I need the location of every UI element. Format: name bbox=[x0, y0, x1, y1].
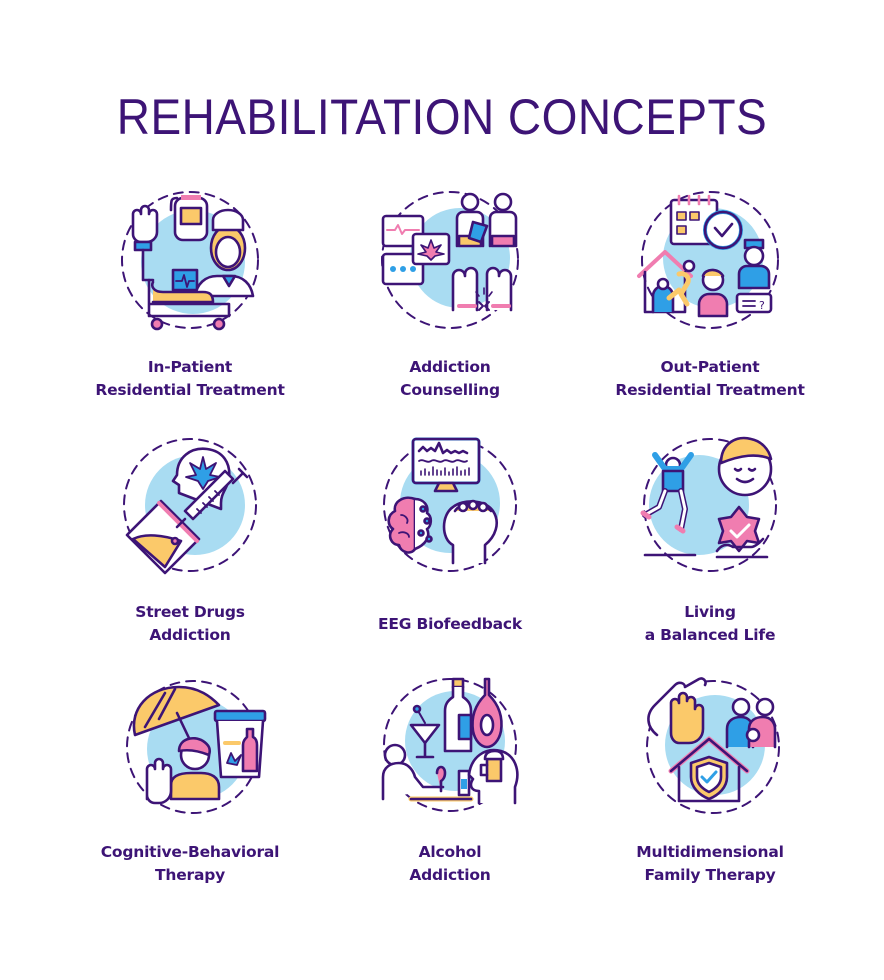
label-line: In-Patient bbox=[147, 358, 233, 376]
eeg-monitor-brain-icon bbox=[375, 435, 525, 585]
concept-label: In-Patient Residential Treatment bbox=[60, 356, 320, 402]
umbrella-stop-hand-icon bbox=[115, 675, 267, 825]
label-line: Residential Treatment bbox=[95, 381, 285, 399]
concept-label: Cognitive-Behavioral Therapy bbox=[60, 841, 320, 887]
concept-label: EEG Biofeedback bbox=[320, 613, 580, 636]
label-line: a Balanced Life bbox=[644, 626, 776, 644]
label-line: Addiction bbox=[149, 626, 231, 644]
concept-label: Addiction Counselling bbox=[320, 356, 580, 402]
label-line: Alcohol bbox=[418, 843, 482, 861]
concept-balanced-life: Living a Balanced Life bbox=[580, 435, 840, 665]
label-line: Addiction bbox=[409, 866, 491, 884]
happy-jumping-person-icon bbox=[635, 435, 785, 585]
drugs-syringe-head-icon bbox=[115, 435, 265, 585]
concept-street-drugs: Street Drugs Addiction bbox=[60, 435, 320, 665]
concept-addiction-counselling: Addiction Counselling bbox=[320, 190, 580, 420]
svg-text:?: ? bbox=[759, 299, 765, 312]
label-line: Street Drugs bbox=[135, 603, 245, 621]
calendar-clock-house-doctor-icon: ? bbox=[635, 190, 785, 340]
concept-label: Out-Patient Residential Treatment bbox=[580, 356, 840, 402]
concept-alcohol-addiction: Alcohol Addiction bbox=[320, 675, 580, 905]
concept-eeg-biofeedback: EEG Biofeedback bbox=[320, 435, 580, 665]
label-line: Cognitive-Behavioral bbox=[100, 843, 280, 861]
family-hands-house-shield-icon bbox=[635, 675, 785, 825]
concept-out-patient: ? Out-Patient Residential Treatment bbox=[580, 190, 840, 420]
label-line: Multidimensional bbox=[636, 843, 784, 861]
hospital-bed-nurse-icon bbox=[115, 190, 265, 340]
label-line: Therapy bbox=[154, 866, 226, 884]
concept-family-therapy: Multidimensional Family Therapy bbox=[580, 675, 840, 905]
page-title: REHABILITATION CONCEPTS bbox=[116, 89, 768, 145]
concept-label: Living a Balanced Life bbox=[580, 601, 840, 647]
alcohol-bottles-glass-icon bbox=[375, 675, 525, 825]
concept-label: Alcohol Addiction bbox=[320, 841, 580, 887]
label-line: Family Therapy bbox=[644, 866, 776, 884]
label-line: Residential Treatment bbox=[615, 381, 805, 399]
label-line: Out-Patient bbox=[660, 358, 760, 376]
concept-label: Multidimensional Family Therapy bbox=[580, 841, 840, 887]
concept-cognitive-behavioral: Cognitive-Behavioral Therapy bbox=[60, 675, 320, 905]
counselling-chat-hands-icon bbox=[375, 190, 525, 340]
label-line: Addiction bbox=[409, 358, 491, 376]
concept-label: Street Drugs Addiction bbox=[60, 601, 320, 647]
label-line: Counselling bbox=[400, 381, 500, 399]
label-line: Living bbox=[684, 603, 736, 621]
label-line: EEG Biofeedback bbox=[378, 615, 522, 633]
concept-in-patient: In-Patient Residential Treatment bbox=[60, 190, 320, 420]
